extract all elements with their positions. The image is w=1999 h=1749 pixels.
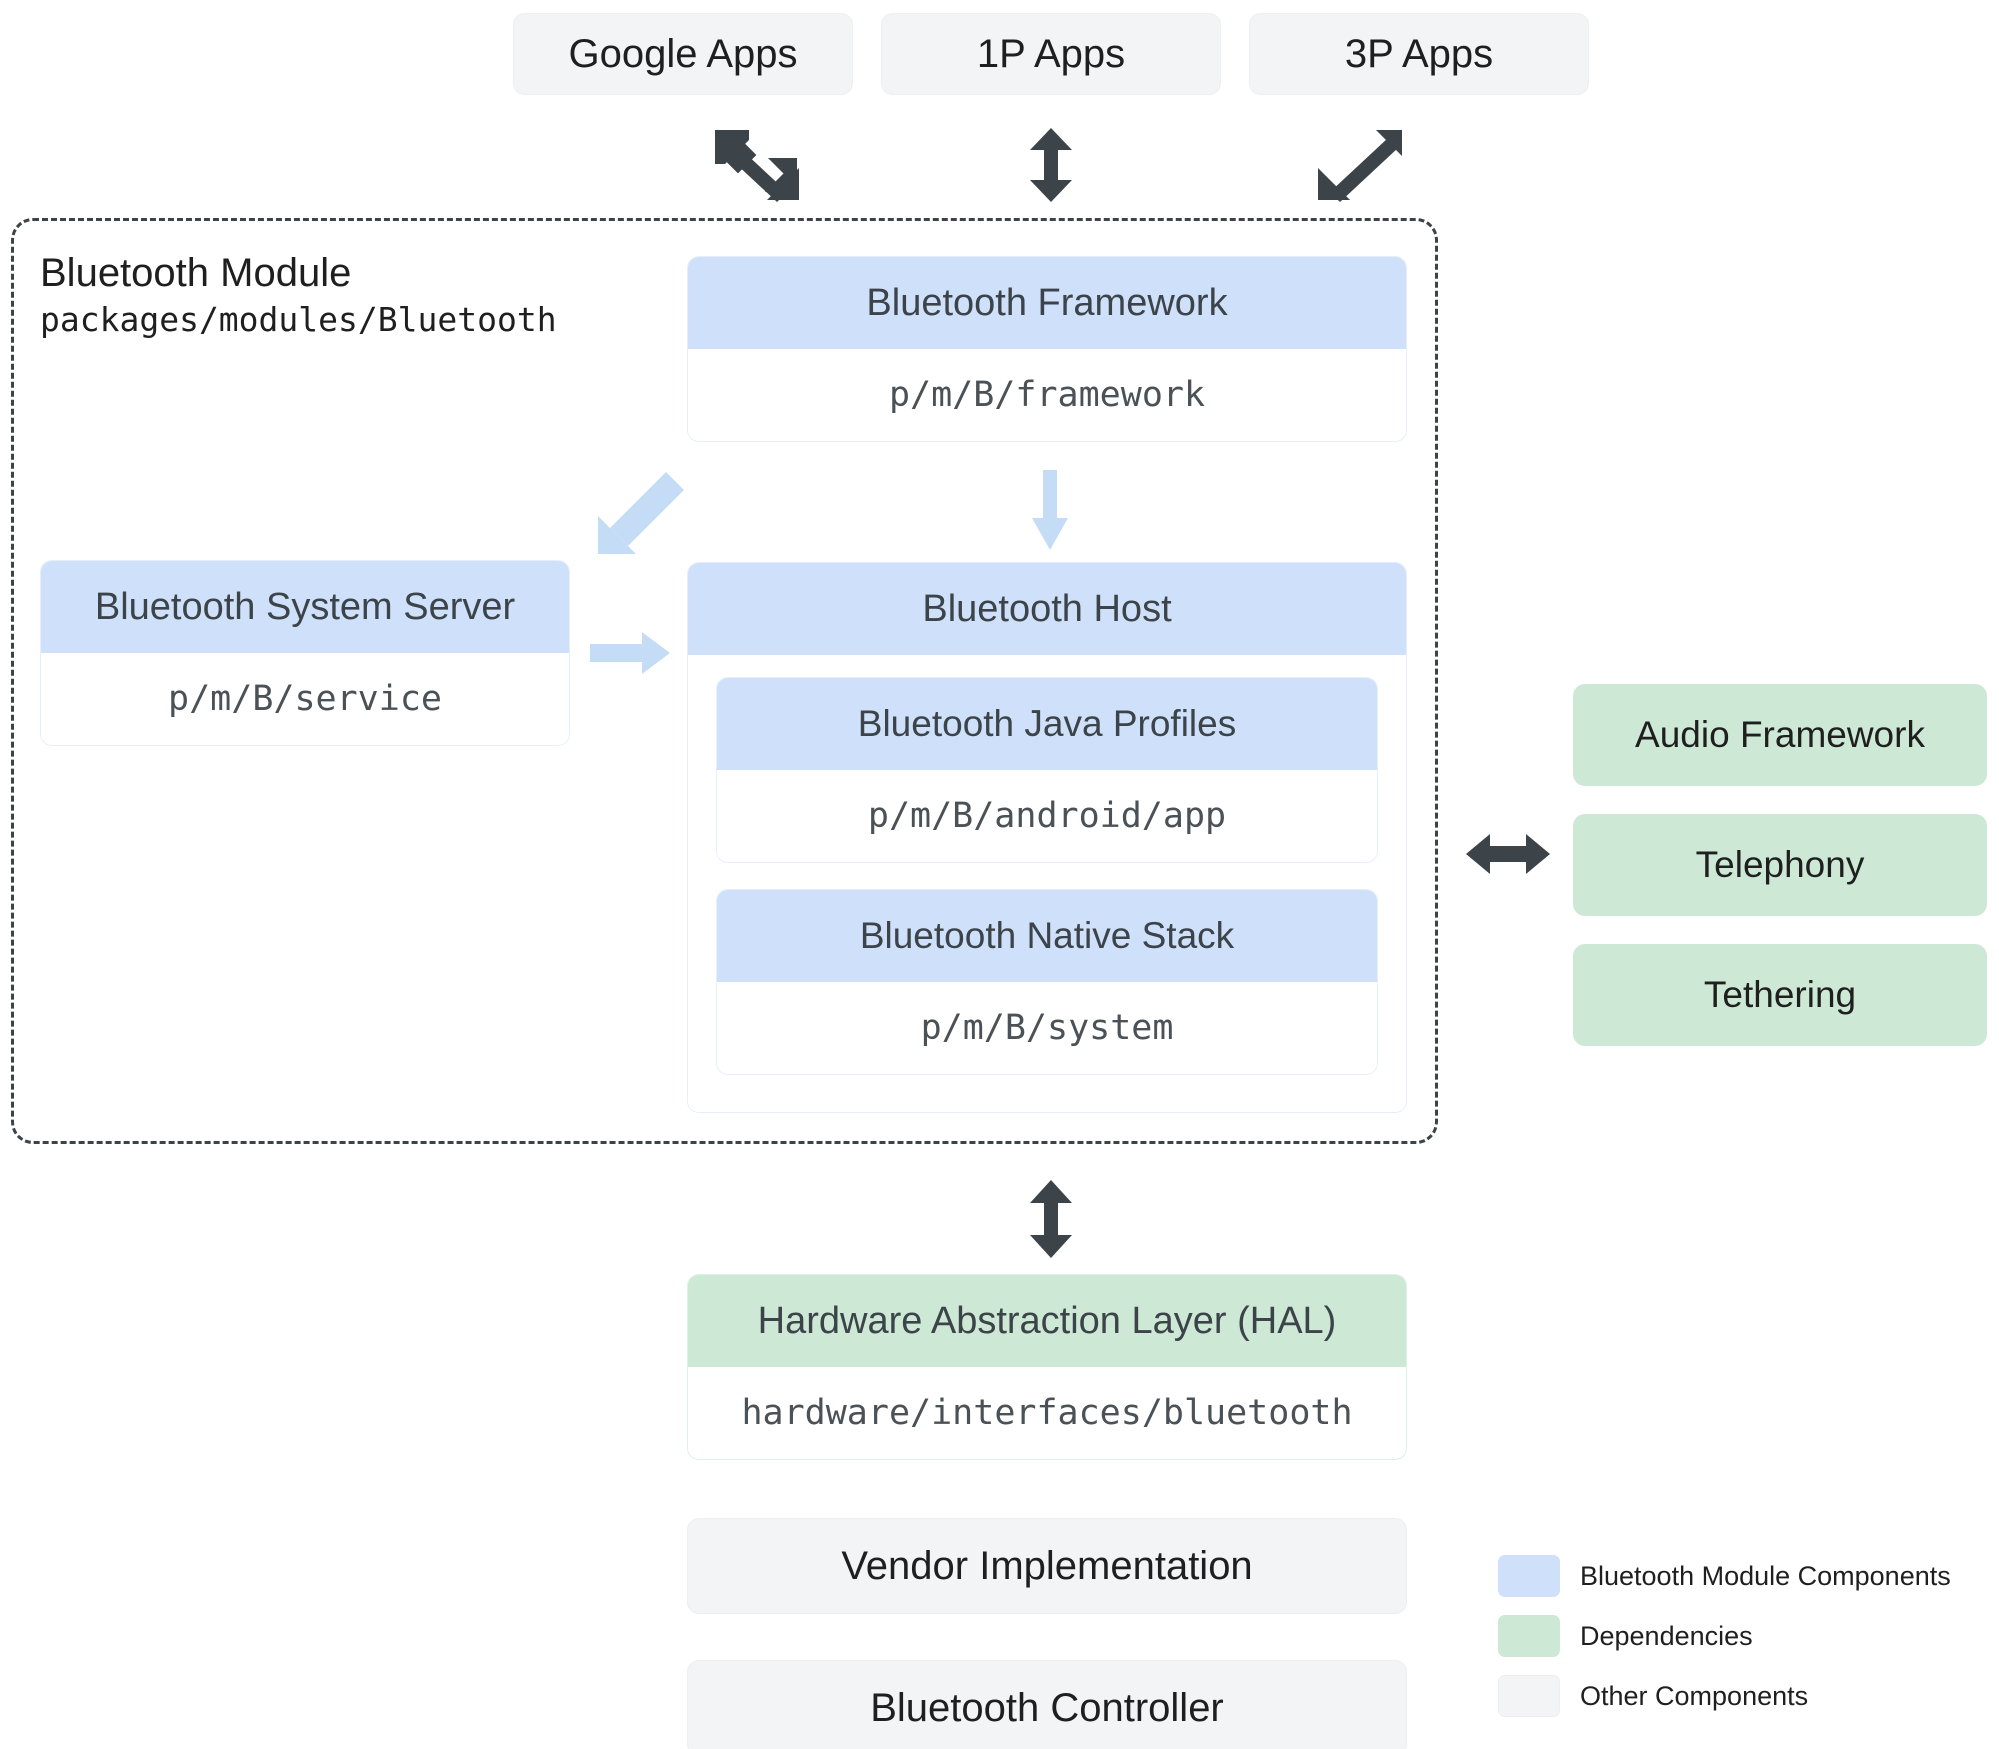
dependency-box-tethering[interactable]: Tethering: [1573, 944, 1987, 1046]
module-path: packages/modules/Bluetooth: [40, 300, 557, 339]
bluetooth-module-container: [11, 218, 1438, 1144]
card-hardware-abstraction-layer[interactable]: Hardware Abstraction Layer (HAL) hardwar…: [687, 1274, 1407, 1460]
card-bluetooth-host[interactable]: Bluetooth Host Bluetooth Java Profiles p…: [687, 562, 1407, 1113]
dependency-box-audio-framework[interactable]: Audio Framework: [1573, 684, 1987, 786]
arrow-framework-to-host: [1032, 470, 1068, 550]
arrow-1p-apps-to-module: [1030, 128, 1072, 202]
arrow-system-server-to-host: [590, 632, 670, 674]
arrow-module-to-dependencies: [1466, 834, 1550, 874]
card-title: Bluetooth Host: [688, 563, 1406, 655]
arrow-3p-apps-to-module: [1318, 130, 1402, 202]
card-bluetooth-native-stack[interactable]: Bluetooth Native Stack p/m/B/system: [716, 889, 1378, 1075]
card-path: p/m/B/service: [41, 653, 569, 745]
card-path: p/m/B/android/app: [717, 770, 1377, 862]
card-title: Bluetooth Framework: [688, 257, 1406, 349]
card-title: Hardware Abstraction Layer (HAL): [688, 1275, 1406, 1367]
card-bluetooth-framework[interactable]: Bluetooth Framework p/m/B/framework: [687, 256, 1407, 442]
box-vendor-implementation[interactable]: Vendor Implementation: [687, 1518, 1407, 1614]
legend-swatch-green-icon: [1498, 1615, 1560, 1657]
card-title: Bluetooth Native Stack: [717, 890, 1377, 982]
box-bluetooth-controller[interactable]: Bluetooth Controller: [687, 1660, 1407, 1749]
legend-swatch-gray-icon: [1498, 1675, 1560, 1717]
dependency-box-telephony[interactable]: Telephony: [1573, 814, 1987, 916]
arrow-module-to-hal: [1030, 1180, 1072, 1258]
apps-box-3p-apps[interactable]: 3P Apps: [1249, 13, 1589, 95]
legend-label: Dependencies: [1580, 1620, 1753, 1651]
card-path: p/m/B/framework: [688, 349, 1406, 441]
legend-swatch-blue-icon: [1498, 1555, 1560, 1597]
module-title-group: Bluetooth Module packages/modules/Blueto…: [40, 252, 557, 339]
legend-row-other-components: Other Components: [1498, 1675, 1958, 1717]
box-label: Vendor Implementation: [841, 1543, 1253, 1588]
apps-box-label: Google Apps: [568, 31, 798, 76]
apps-box-google-apps[interactable]: Google Apps: [513, 13, 853, 95]
card-title: Bluetooth System Server: [41, 561, 569, 653]
dependency-label: Audio Framework: [1635, 714, 1925, 755]
card-bluetooth-system-server[interactable]: Bluetooth System Server p/m/B/service: [40, 560, 570, 746]
legend-row-dependencies: Dependencies: [1498, 1615, 1958, 1657]
legend-label: Bluetooth Module Components: [1580, 1560, 1951, 1591]
arrow-google-apps-to-module: [715, 130, 799, 202]
module-title: Bluetooth Module: [40, 251, 352, 295]
legend-row-bluetooth-module-components: Bluetooth Module Components: [1498, 1555, 1958, 1597]
arrow-framework-to-system-server: [598, 472, 684, 554]
card-bluetooth-java-profiles[interactable]: Bluetooth Java Profiles p/m/B/android/ap…: [716, 677, 1378, 863]
apps-box-label: 3P Apps: [1344, 31, 1494, 76]
apps-box-1p-apps[interactable]: 1P Apps: [881, 13, 1221, 95]
dependency-label: Telephony: [1695, 844, 1865, 885]
legend-label: Other Components: [1580, 1680, 1809, 1711]
spacer: [716, 863, 1378, 889]
card-path: p/m/B/system: [717, 982, 1377, 1074]
host-children-area: Bluetooth Java Profiles p/m/B/android/ap…: [688, 655, 1406, 1112]
apps-box-label: 1P Apps: [976, 31, 1126, 76]
dependency-label: Tethering: [1703, 974, 1857, 1015]
card-path: hardware/interfaces/bluetooth: [688, 1367, 1406, 1459]
legend: Bluetooth Module Components Dependencies…: [1498, 1555, 1958, 1735]
box-label: Bluetooth Controller: [870, 1685, 1224, 1730]
card-title: Bluetooth Java Profiles: [717, 678, 1377, 770]
